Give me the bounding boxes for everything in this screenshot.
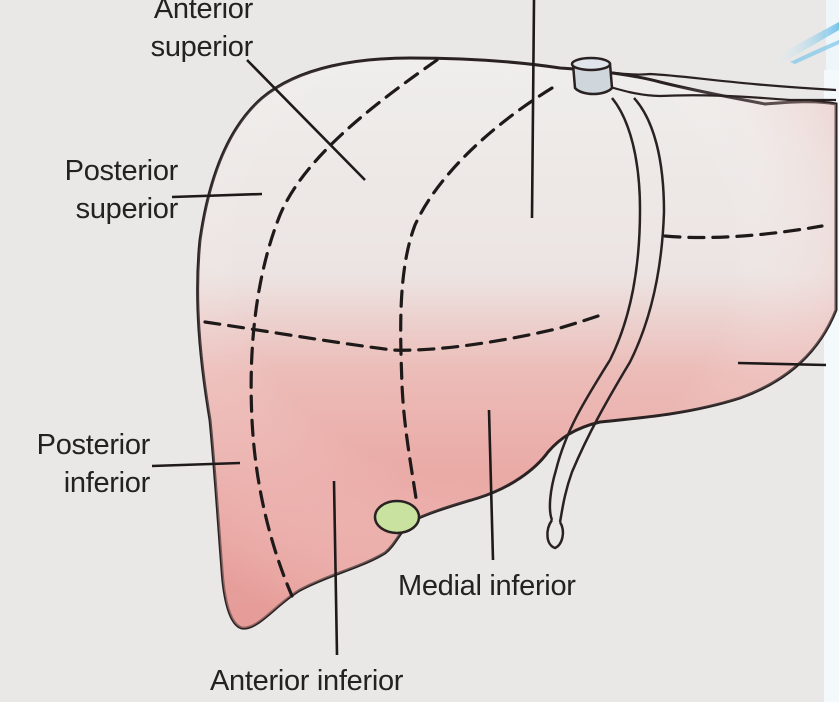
- label-anterior-superior: Anterior superior: [103, 0, 253, 66]
- label-medial-inferior: Medial inferior: [398, 567, 576, 605]
- vena-cava: [572, 58, 612, 94]
- gallbladder: [375, 501, 419, 533]
- label-posterior-superior-line2: superior: [28, 190, 178, 228]
- label-posterior-inferior-line1: Posterior: [8, 426, 150, 464]
- label-posterior-inferior: Posterior inferior: [8, 426, 150, 502]
- label-anterior-superior-line2: superior: [103, 28, 253, 66]
- label-anterior-superior-line1: Anterior: [103, 0, 253, 28]
- label-posterior-superior-line1: Posterior: [28, 152, 178, 190]
- label-anterior-inferior: Anterior inferior: [210, 662, 403, 700]
- label-posterior-inferior-line2: inferior: [8, 464, 150, 502]
- label-posterior-superior: Posterior superior: [28, 152, 178, 228]
